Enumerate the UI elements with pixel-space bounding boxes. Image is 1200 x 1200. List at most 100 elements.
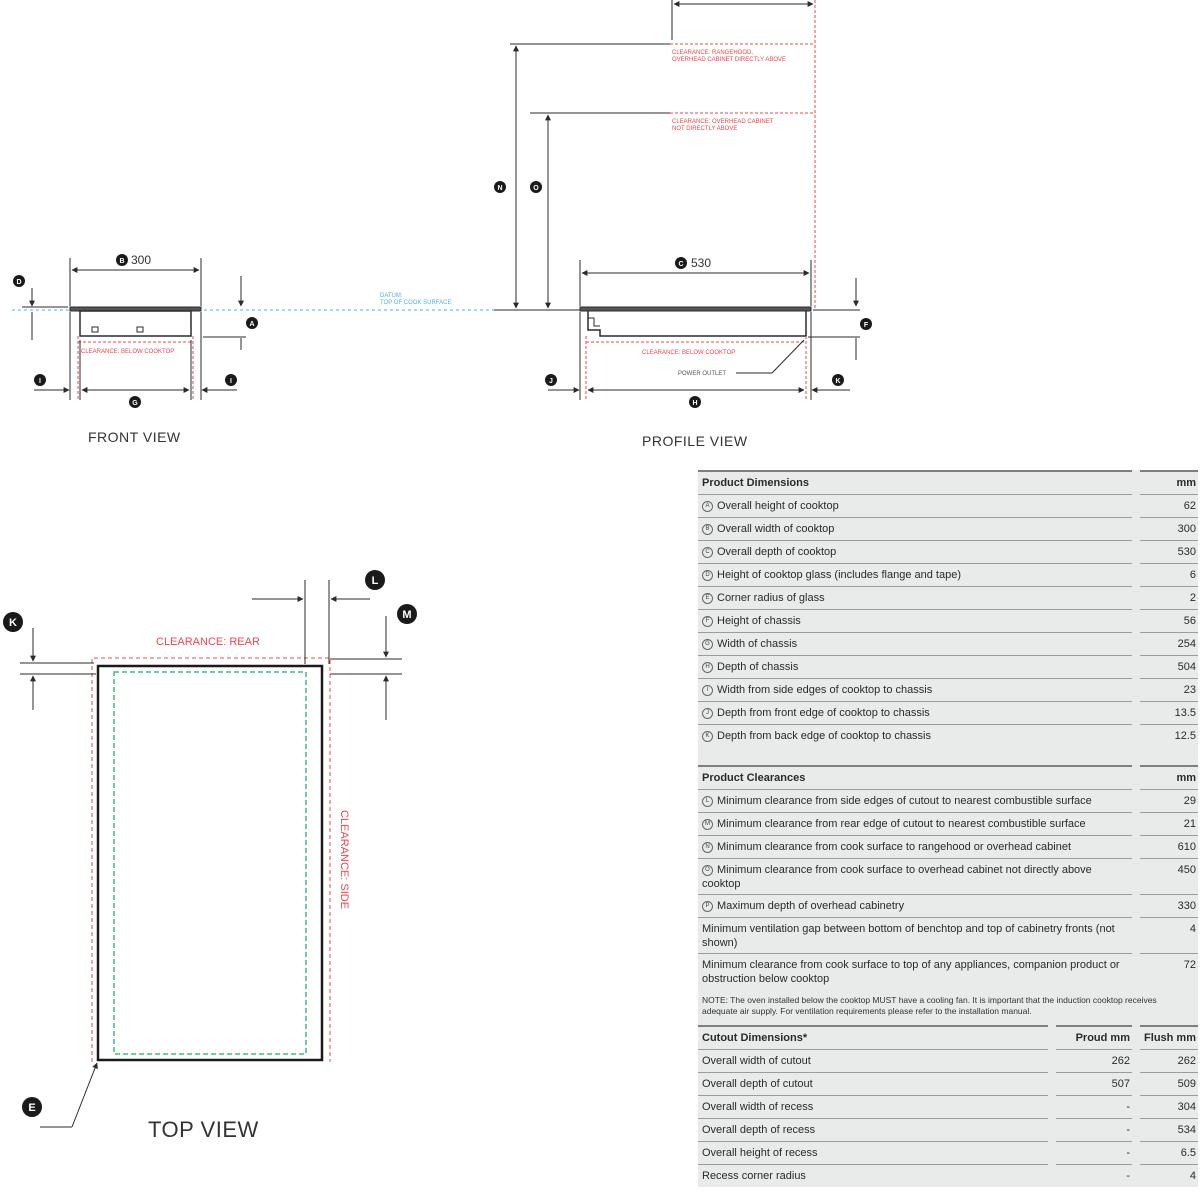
row-label-text: Width of chassis bbox=[717, 638, 798, 650]
table-row: Minimum ventilation gap between bottom o… bbox=[698, 917, 1198, 953]
marker-d: D bbox=[13, 275, 25, 287]
row-value-flush: 4 bbox=[1140, 1164, 1198, 1186]
row-value: 29 bbox=[1140, 789, 1198, 811]
svg-text:I: I bbox=[39, 378, 41, 385]
row-value: 254 bbox=[1140, 632, 1198, 654]
header-label: Product Clearances bbox=[698, 765, 1132, 789]
row-label-text: Overall depth of recess bbox=[702, 1124, 816, 1136]
svg-text:I: I bbox=[230, 378, 232, 385]
row-label-text: Height of cooktop glass (includes flange… bbox=[717, 569, 961, 581]
front-view-title: FRONT VIEW bbox=[88, 429, 181, 445]
top-cooktop bbox=[96, 664, 324, 1062]
svg-text:O: O bbox=[533, 185, 539, 192]
profile-view bbox=[494, 0, 860, 400]
row-value: 262 bbox=[1056, 1049, 1132, 1071]
svg-text:M: M bbox=[402, 609, 411, 621]
table-row: G Width of chassis 254 bbox=[698, 632, 1198, 655]
row-label-text: Minimum clearance from cook surface to o… bbox=[702, 864, 1092, 890]
svg-text:J: J bbox=[549, 378, 553, 385]
row-key-badge: H bbox=[702, 661, 713, 673]
front-clearance-below: CLEARANCE: BELOW COOKTOP bbox=[81, 349, 174, 355]
row-key-badge: L bbox=[702, 795, 713, 807]
profile-chassis bbox=[587, 311, 807, 337]
top-clearance-outline bbox=[91, 657, 331, 1062]
row-label-text: Overall depth of cutout bbox=[702, 1078, 813, 1090]
table-row: Recess corner radius -4 bbox=[698, 1164, 1198, 1187]
marker-i-left: I bbox=[34, 374, 46, 386]
marker-m: M bbox=[397, 604, 417, 624]
row-value: 504 bbox=[1140, 655, 1198, 677]
row-value: 300 bbox=[1140, 517, 1198, 539]
marker-c: C bbox=[675, 257, 687, 269]
row-value-flush: 509 bbox=[1140, 1072, 1198, 1094]
table-row: Overall height of recess-6.5 bbox=[698, 1141, 1198, 1164]
row-label: Overall width of recess bbox=[698, 1095, 1048, 1118]
cutout-dimensions-table: Cutout Dimensions* Proud mm Flush mm Ove… bbox=[698, 1025, 1198, 1187]
row-value: 2 bbox=[1140, 586, 1198, 608]
marker-k-top: K bbox=[3, 612, 23, 632]
row-label-text: Overall width of cutout bbox=[702, 1055, 811, 1067]
row-key-badge: F bbox=[702, 615, 713, 627]
datum-label-1: DATUM: bbox=[380, 293, 403, 299]
row-key-badge: E bbox=[702, 592, 713, 604]
marker-n: N bbox=[494, 181, 506, 193]
marker-h: H bbox=[689, 396, 701, 408]
row-value: 507 bbox=[1056, 1072, 1132, 1094]
row-value: 330 bbox=[1140, 894, 1198, 916]
row-label-text: Depth from front edge of cooktop to chas… bbox=[717, 707, 930, 719]
row-value: 610 bbox=[1140, 835, 1198, 857]
profile-clearance-below: CLEARANCE: BELOW COOKTOP bbox=[642, 350, 735, 356]
row-key-badge: C bbox=[702, 546, 713, 558]
row-label-text: Depth from back edge of cooktop to chass… bbox=[717, 730, 932, 742]
row-label: J Depth from front edge of cooktop to cha… bbox=[698, 701, 1132, 724]
row-label: Minimum ventilation gap between bottom o… bbox=[698, 917, 1132, 953]
svg-text:L: L bbox=[372, 575, 379, 587]
row-label-text: Recess corner radius bbox=[702, 1170, 806, 1182]
row-key-badge: B bbox=[702, 523, 713, 535]
header-label: Product Dimensions bbox=[698, 470, 1132, 494]
row-value: 450 bbox=[1140, 858, 1198, 880]
row-label-text: Overall height of recess bbox=[702, 1147, 818, 1159]
marker-o: O bbox=[530, 181, 542, 193]
clearance-overhead-1: CLEARANCE: OVERHEAD CABINET bbox=[672, 119, 774, 125]
row-value: 12.5 bbox=[1140, 724, 1198, 746]
marker-i-right: I bbox=[225, 374, 237, 386]
row-label-text: Corner radius of glass bbox=[717, 592, 825, 604]
header-unit: mm bbox=[1140, 765, 1198, 788]
marker-b: B bbox=[116, 254, 128, 266]
row-value: - bbox=[1056, 1118, 1132, 1140]
row-label: Overall depth of cutout bbox=[698, 1072, 1048, 1095]
row-key-badge: M bbox=[702, 818, 713, 830]
row-key-badge: J bbox=[702, 707, 713, 719]
row-label: F Height of chassis bbox=[698, 609, 1132, 632]
svg-text:F: F bbox=[864, 322, 869, 329]
clearance-side-label: CLEARANCE: SIDE bbox=[338, 810, 350, 909]
row-value: 23 bbox=[1140, 678, 1198, 700]
row-label-text: Height of chassis bbox=[717, 615, 801, 627]
svg-text:D: D bbox=[16, 279, 21, 286]
table-row: Minimum clearance from cook surface to t… bbox=[698, 953, 1198, 989]
row-value: 56 bbox=[1140, 609, 1198, 631]
clearance-rangehood-2: OVERHEAD CABINET DIRECTLY ABOVE bbox=[672, 57, 786, 63]
row-label-text: Overall width of cooktop bbox=[717, 523, 835, 535]
row-key-badge: G bbox=[702, 638, 713, 650]
profile-cooktop-glass bbox=[579, 306, 812, 312]
clearance-overhead-2: NOT DIRECTLY ABOVE bbox=[672, 126, 737, 132]
row-label: Overall height of recess bbox=[698, 1141, 1048, 1164]
row-value: - bbox=[1056, 1164, 1132, 1186]
front-view bbox=[12, 258, 580, 400]
svg-text:E: E bbox=[28, 1102, 35, 1114]
